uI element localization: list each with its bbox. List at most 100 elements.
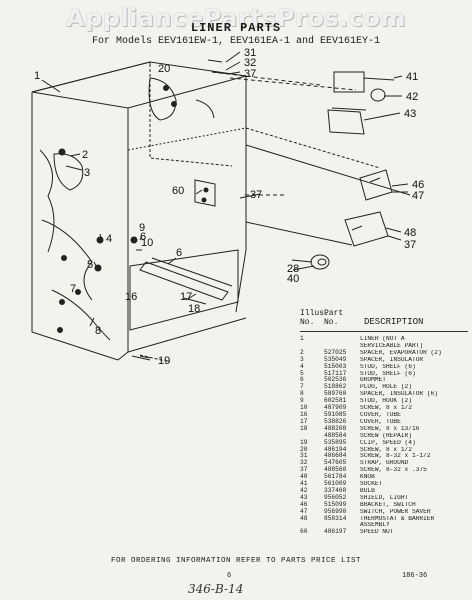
row-description: GROMMET — [360, 377, 386, 384]
page-number: 6 — [227, 572, 232, 580]
row-illus-no: 31 — [300, 452, 308, 460]
row-description: THERMOSTAT & BARRIER — [360, 515, 435, 522]
row-description: SCREW, 8 x 1/2 — [360, 446, 412, 453]
row-part-no: 527025 — [324, 348, 347, 356]
table-row: 1 LINER (NOT A — [300, 335, 472, 343]
ordering-footer: FOR ORDERING INFORMATION REFER TO PARTS … — [110, 557, 362, 565]
header-part: Part — [324, 309, 344, 318]
callout-18: 18 — [188, 303, 200, 315]
row-illus-no: 7 — [300, 383, 304, 391]
callout-43: 43 — [404, 108, 416, 120]
row-part-no: 535895 — [324, 438, 347, 446]
row-part-no: 502536 — [324, 376, 347, 384]
row-description: LINER (NOT A — [360, 336, 405, 342]
row-description: SOCKET — [360, 481, 383, 488]
callout-46: 46 — [412, 179, 424, 191]
row-part-no: 538826 — [324, 417, 347, 425]
row-description: SCREW (REPAIR) — [360, 432, 412, 439]
row-illus-no: 16 — [300, 410, 308, 418]
row-illus-no: 40 — [300, 473, 308, 481]
row-part-no: 486197 — [324, 528, 347, 536]
row-part-no: 858314 — [324, 514, 347, 522]
row-illus-no: 20 — [300, 445, 308, 453]
row-part-no: 487909 — [324, 404, 347, 412]
row-illus-no: 42 — [300, 486, 308, 494]
row-description: CLIP, SPEED (4) — [360, 439, 416, 446]
callout-6a: 6 — [140, 231, 146, 243]
row-illus-no: 6 — [300, 376, 304, 384]
callout-42: 42 — [406, 91, 418, 103]
header-description: DESCRIPTION — [364, 317, 424, 327]
table-row: ASSEMBLY — [300, 522, 472, 529]
row-description: SCREW, 8-32 x .375 — [360, 467, 427, 474]
callout-19: 19 — [158, 355, 170, 367]
row-part-no: 547605 — [324, 459, 347, 467]
row-illus-no: 9 — [300, 397, 304, 405]
page-title: LINER PARTS — [190, 21, 282, 35]
table-row: 41 561009 SOCKET — [300, 480, 472, 488]
callout-41: 41 — [406, 71, 418, 83]
row-illus-no: 1 — [300, 335, 304, 342]
liner-front-left — [31, 92, 119, 361]
page-subtitle: For Models EEV161EW-1, EEV161EA-1 and EE… — [91, 36, 381, 47]
callout-17: 17 — [180, 291, 192, 303]
row-illus-no: 37 — [300, 466, 308, 474]
callout-1: 1 — [34, 70, 40, 82]
row-illus-no: 43 — [300, 493, 308, 501]
row-illus-no: 3 — [300, 355, 304, 363]
liner-inner-back — [149, 64, 233, 167]
table-rule — [300, 331, 468, 332]
row-part-no: 956998 — [324, 507, 347, 515]
row-illus-no: 41 — [300, 480, 308, 488]
row-description: SCREW, 8-32 x 1-1/2 — [360, 453, 431, 460]
row-description: SWITCH, POWER SAVER — [360, 508, 431, 515]
row-description: COVER, TUBE — [360, 418, 401, 425]
row-part-no — [324, 336, 360, 343]
callout-2: 2 — [82, 149, 88, 161]
liner-front-right — [117, 108, 129, 361]
callout-20: 20 — [158, 63, 170, 75]
row-description: STUD, HOOK (2) — [360, 398, 412, 405]
row-part-no: 561009 — [324, 480, 347, 488]
row-description: PLUG, HOLE (2) — [360, 384, 412, 391]
row-part-no: 515099 — [324, 500, 347, 508]
row-description: STUD, SHELF (6) — [360, 370, 416, 377]
callout-8: 8 — [95, 325, 101, 337]
callout-37c: 37 — [404, 239, 416, 251]
callout-37b: 37 — [250, 189, 262, 201]
row-part-no: 589760 — [324, 390, 347, 398]
row-part-no: 486194 — [324, 445, 347, 453]
header-part-no: No. — [324, 318, 339, 327]
callout-10: 10 — [141, 237, 153, 249]
watermark: AppliancePartsPros.com — [66, 4, 406, 32]
row-description: SCREW, 8 x 13/16 — [360, 425, 420, 432]
row-illus-no: 46 — [300, 500, 308, 508]
row-illus-no: 18 — [300, 424, 308, 432]
row-description: KNOB — [360, 474, 375, 481]
callout-3: 3 — [84, 167, 90, 179]
callout-37a: 37 — [244, 68, 256, 80]
table-row: 20 486194 SCREW, 8 x 1/2 — [300, 445, 472, 454]
row-illus-no: 4 — [300, 362, 304, 370]
row-description: STRAP, GROUND — [360, 460, 409, 467]
callout-28: 28 — [287, 263, 299, 275]
callout-32: 32 — [244, 57, 256, 69]
row-part-no: 515003 — [324, 362, 347, 370]
header-illus: Illus. — [300, 309, 329, 318]
